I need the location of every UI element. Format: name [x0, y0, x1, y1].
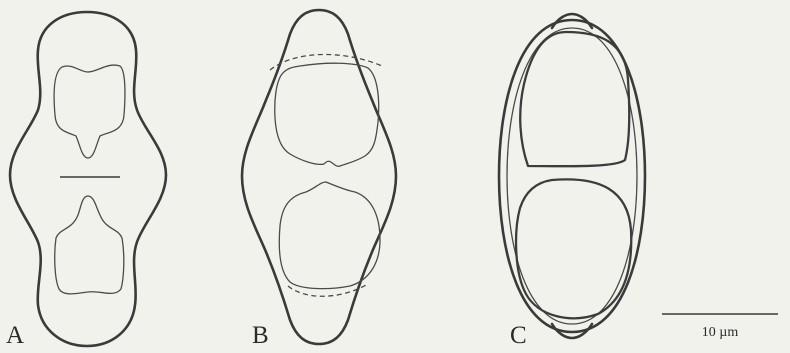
spore-a-wall [10, 12, 166, 346]
scale-bar-label: 10 µm [702, 325, 739, 340]
panel-c-label: C [510, 322, 527, 349]
spore-a-lower-cell [55, 196, 124, 294]
panel-b-label: B [252, 322, 269, 349]
spore-a-upper-cell [54, 65, 125, 158]
spore-b-wall [242, 10, 396, 344]
panel-a-label: A [6, 322, 24, 349]
scale-bar: 10 µm [662, 314, 778, 340]
spore-c-upper-cell [520, 32, 629, 166]
panel-a: A [6, 12, 166, 349]
panel-c: C [499, 14, 645, 349]
spore-b-upper-dashed-membrane [270, 54, 382, 70]
spore-c-lower-cell [516, 179, 631, 318]
panel-b: B [242, 10, 396, 349]
